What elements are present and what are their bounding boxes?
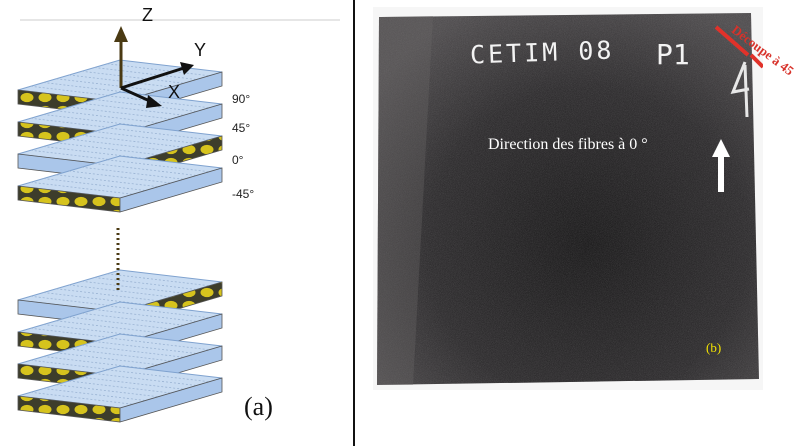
x-axis-arrow (120, 86, 153, 104)
ply-angle-90: 90° (232, 92, 251, 106)
x-axis-label: X (168, 82, 181, 102)
y-axis-label: Y (194, 40, 207, 60)
panel-divider (353, 0, 355, 446)
handwritten-tick-mark (730, 61, 750, 118)
panel-a-caption: (a) (244, 392, 273, 421)
ply-angle-45: 45° (232, 121, 251, 135)
ply-layer (17, 155, 223, 213)
fibre-direction-text: Direction des fibres à 0 ° (488, 136, 648, 153)
ply-layer (17, 365, 223, 423)
z-axis-label: Z (142, 5, 153, 25)
handwritten-cetim-label: CETIM 08 (469, 35, 615, 70)
ply-angle-0: 0° (232, 153, 244, 167)
handwritten-sample-label: P1 (656, 38, 690, 71)
y-axis-arrow (120, 66, 185, 90)
coordinate-axes (114, 26, 194, 108)
specimen-plate-photo (373, 7, 763, 390)
ply-angle-minus-45: -45° (232, 187, 255, 201)
panel-b-caption: (b) (706, 340, 722, 355)
cut-line-45 (714, 25, 750, 57)
